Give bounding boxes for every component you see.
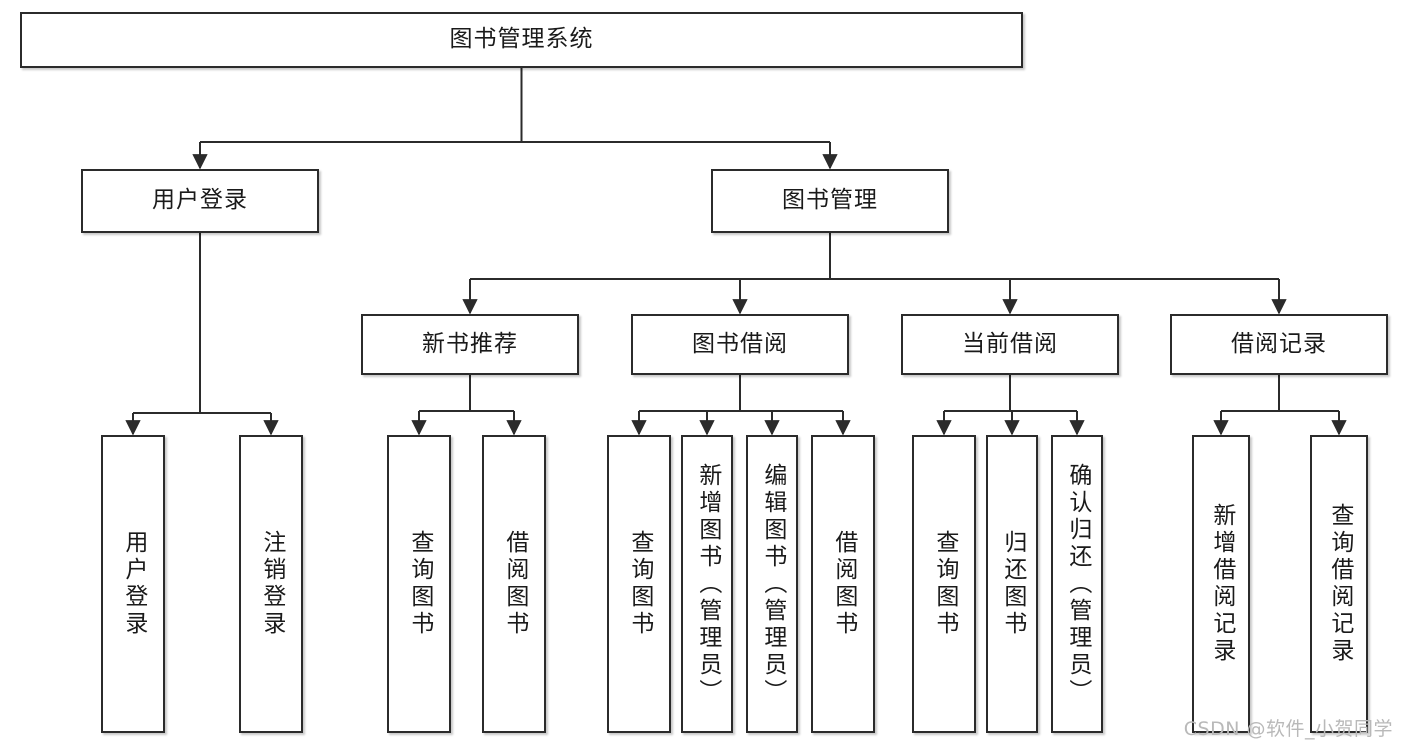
node-leaf-edit-book-label: 编辑图书（管理员）: [759, 462, 786, 706]
node-leaf-logout[interactable]: 注销登录: [239, 435, 303, 733]
node-leaf-confirm-return-label: 确认归还（管理员）: [1064, 462, 1091, 706]
node-book-manage-label: 图书管理: [782, 187, 878, 214]
node-current-borrow-label: 当前借阅: [962, 330, 1058, 357]
node-leaf-borrow-book-2[interactable]: 借阅图书: [811, 435, 875, 733]
node-book-borrow[interactable]: 图书借阅: [631, 314, 849, 375]
node-leaf-borrow-book-1[interactable]: 借阅图书: [482, 435, 546, 733]
node-leaf-query-record[interactable]: 查询借阅记录: [1310, 435, 1368, 733]
node-new-book-recommend[interactable]: 新书推荐: [361, 314, 579, 375]
node-leaf-add-book[interactable]: 新增图书（管理员）: [681, 435, 733, 733]
node-leaf-return-book-label: 归还图书: [999, 530, 1026, 638]
node-leaf-query-record-label: 查询借阅记录: [1326, 503, 1353, 665]
node-leaf-user-login-label: 用户登录: [120, 530, 147, 638]
node-leaf-query-book-1-label: 查询图书: [406, 530, 433, 638]
node-borrow-record-label: 借阅记录: [1231, 330, 1327, 357]
node-leaf-query-book-3[interactable]: 查询图书: [912, 435, 976, 733]
node-leaf-confirm-return[interactable]: 确认归还（管理员）: [1051, 435, 1103, 733]
node-leaf-logout-label: 注销登录: [258, 530, 285, 638]
node-book-borrow-label: 图书借阅: [692, 330, 788, 357]
node-leaf-return-book[interactable]: 归还图书: [986, 435, 1038, 733]
node-user-login[interactable]: 用户登录: [81, 169, 319, 233]
node-leaf-add-record-label: 新增借阅记录: [1208, 503, 1235, 665]
node-leaf-borrow-book-2-label: 借阅图书: [830, 530, 857, 638]
node-leaf-borrow-book-1-label: 借阅图书: [501, 530, 528, 638]
node-current-borrow[interactable]: 当前借阅: [901, 314, 1119, 375]
node-leaf-add-record[interactable]: 新增借阅记录: [1192, 435, 1250, 733]
node-leaf-query-book-3-label: 查询图书: [931, 530, 958, 638]
node-leaf-user-login[interactable]: 用户登录: [101, 435, 165, 733]
node-borrow-record[interactable]: 借阅记录: [1170, 314, 1388, 375]
node-root-label: 图书管理系统: [449, 26, 594, 53]
edge-group: [125, 68, 1347, 436]
node-new-book-recommend-label: 新书推荐: [422, 330, 518, 357]
node-leaf-query-book-1[interactable]: 查询图书: [387, 435, 451, 733]
node-leaf-query-book-2-label: 查询图书: [626, 530, 653, 638]
node-leaf-edit-book[interactable]: 编辑图书（管理员）: [746, 435, 798, 733]
node-book-manage[interactable]: 图书管理: [711, 169, 949, 233]
watermark: CSDN @软件_小贺同学: [1183, 718, 1393, 740]
node-root[interactable]: 图书管理系统: [20, 12, 1023, 68]
node-leaf-query-book-2[interactable]: 查询图书: [607, 435, 671, 733]
node-user-login-label: 用户登录: [152, 187, 248, 214]
node-leaf-add-book-label: 新增图书（管理员）: [694, 462, 721, 706]
